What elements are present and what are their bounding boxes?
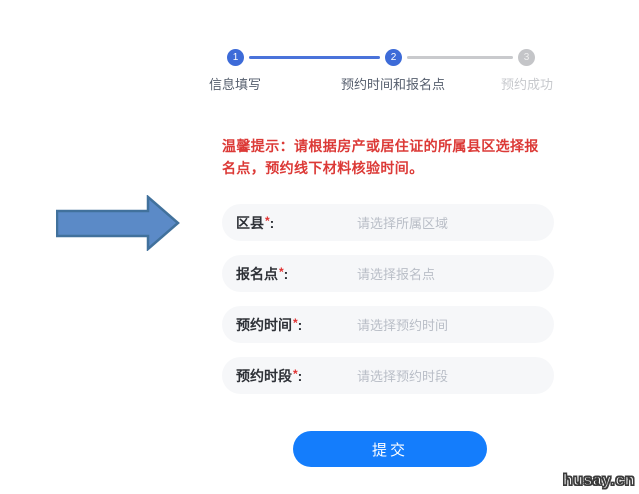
- step-label-time-site: 预约时间和报名点: [340, 77, 446, 92]
- timeslot-label: 预约时段*:: [236, 366, 303, 384]
- date-select-field[interactable]: 预约时间*: 请选择预约时间: [222, 306, 554, 343]
- required-asterisk: *: [293, 366, 298, 381]
- pointer-arrow-icon: [55, 194, 180, 252]
- step-indicator-3: 3: [518, 49, 535, 66]
- site-label: 报名点*:: [236, 264, 289, 282]
- site-select-field[interactable]: 报名点*: 请选择报名点: [222, 255, 554, 292]
- step-label-info-fill: 信息填写: [208, 77, 262, 92]
- required-asterisk: *: [265, 213, 270, 228]
- notice-text: 温馨提示：请根据房产或居住证的所属县区选择报名点，预约线下材料核验时间。: [222, 138, 539, 176]
- district-placeholder: 请选择所属区域: [357, 216, 449, 231]
- step-connector-1: [249, 56, 380, 59]
- appointment-form: 区县*: 请选择所属区域 报名点*: 请选择报名点 预约时间*: 请选择预约时间…: [222, 204, 554, 408]
- timeslot-placeholder: 请选择预约时段: [357, 369, 449, 384]
- site-placeholder: 请选择报名点: [357, 267, 436, 282]
- step-indicator-2: 2: [385, 49, 402, 66]
- district-select-field[interactable]: 区县*: 请选择所属区域: [222, 204, 554, 241]
- step-indicator-1: 1: [227, 49, 244, 66]
- required-asterisk: *: [279, 264, 284, 279]
- date-placeholder: 请选择预约时间: [357, 318, 449, 333]
- date-label: 预约时间*:: [236, 315, 303, 333]
- step-connector-2: [407, 56, 513, 59]
- timeslot-select-field[interactable]: 预约时段*: 请选择预约时段: [222, 357, 554, 394]
- watermark: husay.cn: [562, 471, 635, 489]
- step-label-success: 预约成功: [500, 77, 554, 92]
- district-label: 区县*:: [236, 213, 275, 231]
- submit-button[interactable]: 提交: [293, 431, 487, 467]
- required-asterisk: *: [293, 315, 298, 330]
- stepper: 1 2 3 信息填写 预约时间和报名点 预约成功: [0, 49, 639, 93]
